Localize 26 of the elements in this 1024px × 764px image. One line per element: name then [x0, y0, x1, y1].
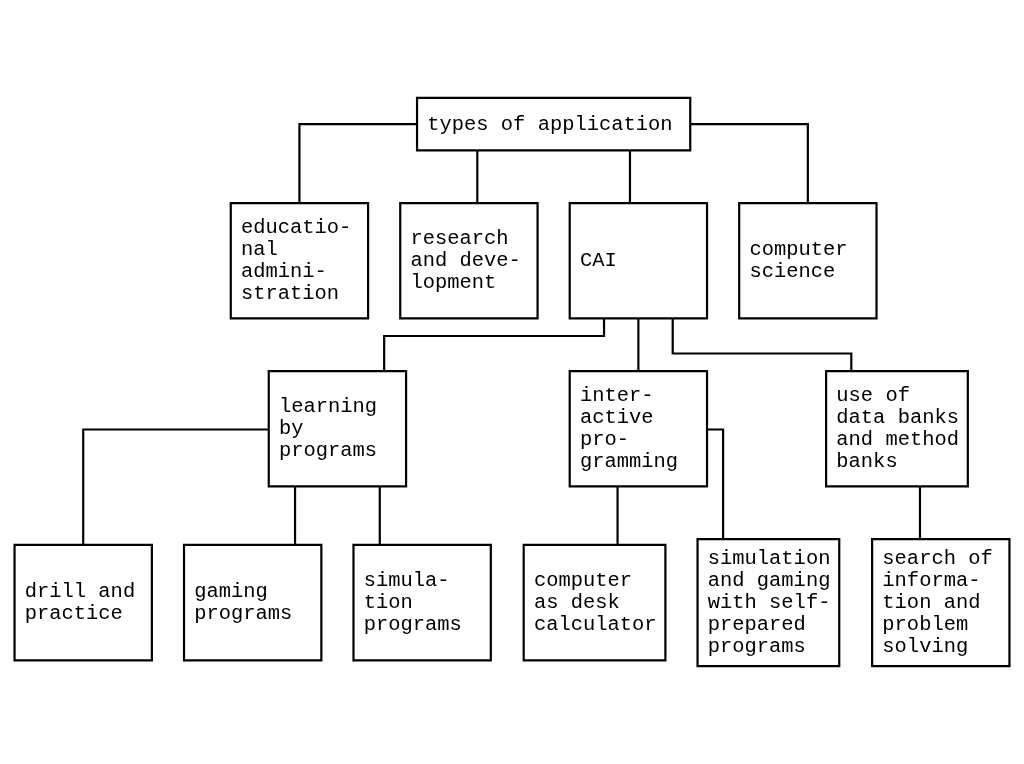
- node-box: computer as desk calculator: [522, 543, 667, 662]
- connector: [476, 150, 479, 203]
- connector: [298, 123, 417, 203]
- node-box: simula- tion programs: [352, 543, 492, 662]
- node-box: search of informa- tion and problem solving: [871, 537, 1011, 668]
- node-box: research and deve- lopment: [399, 201, 539, 320]
- connector: [671, 318, 853, 371]
- connector: [918, 486, 922, 539]
- connector: [616, 486, 619, 545]
- node-box: use of data banks and method banks: [825, 369, 969, 488]
- node-box: drill and practice: [13, 543, 153, 662]
- connector: [383, 318, 606, 371]
- node-box: simulation and gaming with self- prepared programs: [696, 537, 841, 668]
- connector: [293, 486, 297, 545]
- node-box: educatio- nal admini- stration: [229, 201, 370, 320]
- connector: [378, 486, 381, 545]
- node-box: types of application: [415, 96, 692, 152]
- connector: [82, 428, 269, 545]
- connector: [637, 318, 640, 371]
- node-box: CAI: [568, 201, 709, 320]
- node-box: learning by programs: [267, 369, 408, 488]
- node-box: gaming programs: [182, 543, 323, 662]
- node-box: inter- active pro- gramming: [568, 369, 709, 488]
- connector: [628, 150, 632, 203]
- connector: [690, 123, 809, 203]
- node-box: computer science: [738, 201, 878, 320]
